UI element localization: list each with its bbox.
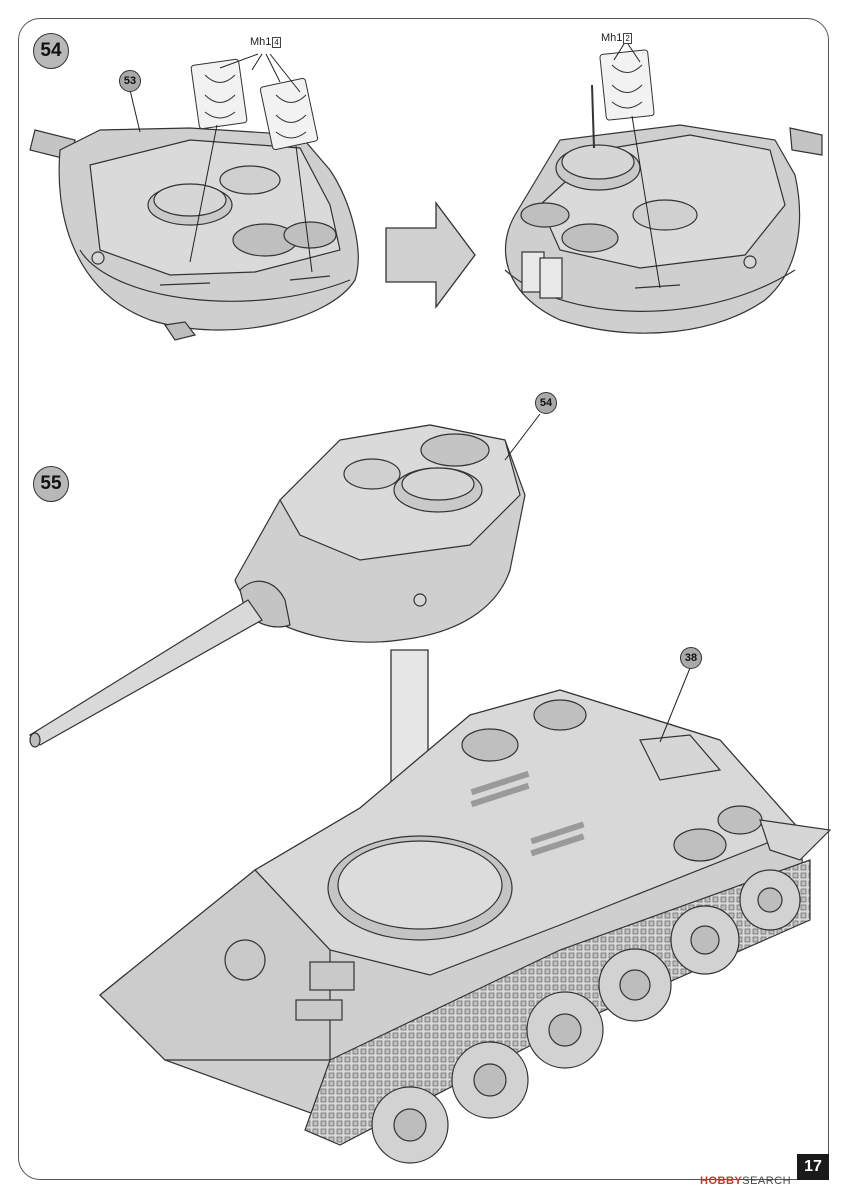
turret-right <box>504 84 823 334</box>
step-number-54: 54 <box>33 33 69 69</box>
part-label-right-prefix: Mh1 <box>601 32 623 44</box>
watermark-suffix: SEARCH <box>742 1175 792 1187</box>
track-link-left-1 <box>190 58 248 130</box>
tank-hull <box>99 689 832 1164</box>
part-callout-54: 54 <box>535 392 557 414</box>
page-frame <box>18 18 829 1180</box>
page-number: 17 <box>797 1154 829 1180</box>
direction-arrow <box>385 201 476 309</box>
step-number-55: 55 <box>33 466 69 502</box>
watermark: HOBBYSEARCH <box>700 1175 791 1187</box>
part-label-left-prefix: Mh1 <box>250 36 272 48</box>
track-link-right <box>599 49 655 121</box>
track-link-left-2 <box>259 77 319 151</box>
turret-left <box>29 127 359 341</box>
part-label-right-qty: 2 <box>623 33 632 44</box>
part-callout-53: 53 <box>119 70 141 92</box>
watermark-brand: HOBBY <box>700 1175 743 1187</box>
part-callout-38: 38 <box>680 647 702 669</box>
part-label-left-qty: 4 <box>272 37 281 48</box>
leader-lines-right <box>613 43 661 289</box>
leader-lines-left <box>129 53 313 273</box>
turret-step55 <box>29 424 526 748</box>
